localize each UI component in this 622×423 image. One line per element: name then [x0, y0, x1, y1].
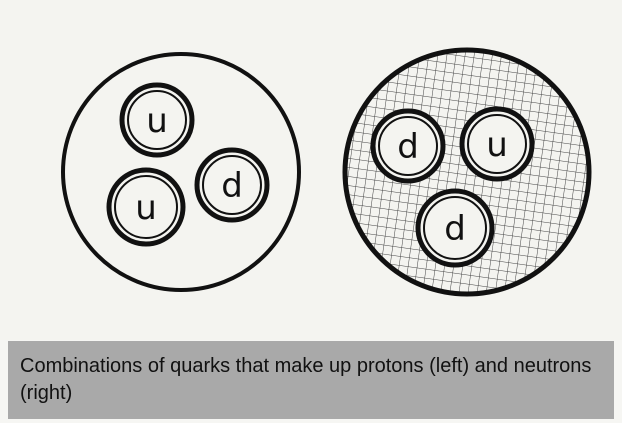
- neutron-quark-2: u: [459, 106, 535, 182]
- proton-quark-3: d: [194, 147, 270, 223]
- quark-label: u: [486, 125, 508, 165]
- proton-outline: [61, 52, 301, 292]
- caption: Combinations of quarks that make up prot…: [8, 341, 614, 419]
- neutron-quark-3: d: [415, 188, 495, 268]
- quark-label: d: [221, 166, 243, 206]
- proton: u u d: [61, 52, 301, 292]
- quark-label: u: [146, 101, 168, 141]
- quark-diagram: u u d d u: [61, 47, 592, 297]
- proton-quark-2: u: [106, 167, 186, 247]
- neutron: d u d: [342, 47, 592, 297]
- quark-label: d: [444, 209, 466, 249]
- neutron-quark-1: d: [370, 108, 446, 184]
- proton-quark-1: u: [119, 82, 195, 158]
- quark-label: d: [397, 127, 419, 167]
- quark-label: u: [135, 188, 157, 228]
